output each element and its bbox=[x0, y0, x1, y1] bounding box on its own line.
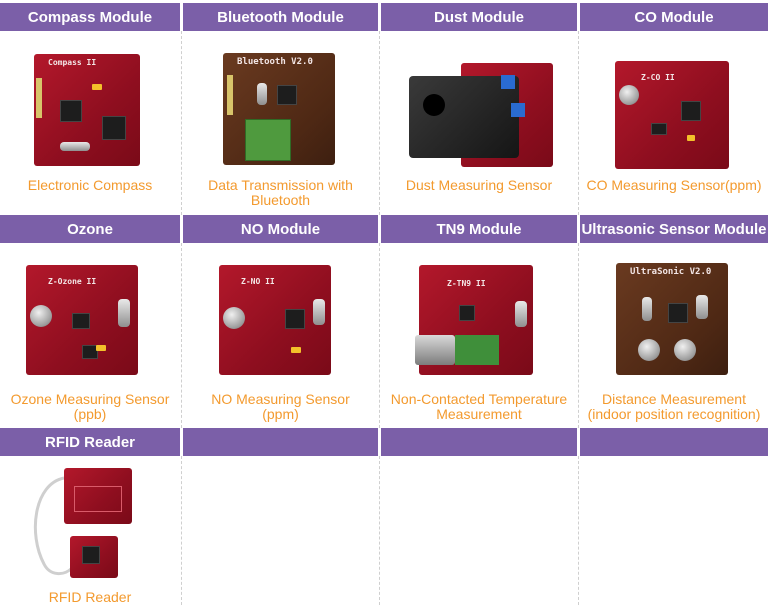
module-card-rfid[interactable]: RFID Reader bbox=[0, 456, 180, 605]
module-caption: (indoor position recognition) bbox=[587, 406, 761, 422]
column-divider bbox=[379, 456, 380, 605]
module-header: TN9 Module bbox=[381, 215, 577, 243]
module-card-compass[interactable]: Compass II Electronic Compass bbox=[0, 31, 180, 215]
module-header: Compass Module bbox=[0, 3, 180, 31]
column-divider bbox=[181, 456, 182, 605]
module-header: Ozone bbox=[0, 215, 180, 243]
module-header: Bluetooth Module bbox=[183, 3, 378, 31]
module-caption: Measurement bbox=[436, 406, 522, 422]
dust-sensor-image bbox=[409, 76, 519, 158]
module-caption: Electronic Compass bbox=[27, 177, 153, 193]
board-silkscreen: Z-CO II bbox=[641, 73, 675, 82]
module-caption: CO Measuring Sensor(ppm) bbox=[586, 177, 762, 193]
module-caption: (ppb) bbox=[73, 406, 107, 422]
board-silkscreen: Z-Ozone II bbox=[48, 277, 97, 286]
board-silkscreen: Z-NO II bbox=[241, 277, 275, 286]
module-header bbox=[381, 428, 577, 456]
module-header: NO Module bbox=[183, 215, 378, 243]
module-caption: Data Transmission with bbox=[208, 177, 353, 193]
module-card-no[interactable]: Z-NO II NO Measuring Sensor (ppm) bbox=[183, 243, 378, 428]
module-card-co[interactable]: Z-CO II CO Measuring Sensor(ppm) bbox=[580, 31, 768, 215]
board-silkscreen: Compass II bbox=[48, 58, 97, 67]
column-divider bbox=[181, 243, 182, 428]
column-divider bbox=[578, 31, 579, 215]
module-header: Ultrasonic Sensor Module bbox=[580, 215, 768, 243]
bluetooth-chip-module bbox=[245, 119, 291, 161]
board-silkscreen: UltraSonic V2.0 bbox=[630, 267, 712, 277]
module-header bbox=[580, 428, 768, 456]
column-divider bbox=[379, 31, 380, 215]
ozone-board-image: Z-Ozone II bbox=[26, 265, 138, 375]
board-silkscreen: Z-TN9 II bbox=[447, 279, 486, 288]
module-header: Dust Module bbox=[381, 3, 577, 31]
module-caption: Ozone Measuring Sensor bbox=[10, 391, 170, 407]
ir-sensor-image bbox=[415, 335, 455, 365]
compass-board-image: Compass II bbox=[34, 54, 140, 166]
module-header: RFID Reader bbox=[0, 428, 180, 456]
module-card-dust[interactable]: Dust Measuring Sensor bbox=[381, 31, 577, 215]
module-caption: (ppm) bbox=[262, 406, 299, 422]
rfid-cable-image bbox=[33, 476, 74, 575]
module-caption: Bluetooth bbox=[250, 192, 311, 208]
bluetooth-board-image: Bluetooth V2.0 bbox=[223, 53, 335, 165]
module-caption: Distance Measurement bbox=[602, 391, 746, 407]
module-caption: Dust Measuring Sensor bbox=[405, 177, 553, 193]
column-divider bbox=[578, 243, 579, 428]
ultrasonic-board-image: UltraSonic V2.0 bbox=[616, 263, 728, 375]
column-divider bbox=[181, 31, 182, 215]
module-card-ultrasonic[interactable]: UltraSonic V2.0 Distance Measurement (in… bbox=[580, 243, 768, 428]
module-caption: NO Measuring Sensor bbox=[211, 391, 350, 407]
no-board-image: Z-NO II bbox=[219, 265, 331, 375]
module-card-bluetooth[interactable]: Bluetooth V2.0 Data Transmission with Bl… bbox=[183, 31, 378, 215]
rfid-antenna-card-image bbox=[64, 468, 132, 524]
module-caption: Non-Contacted Temperature bbox=[390, 391, 568, 407]
module-caption: RFID Reader bbox=[48, 589, 132, 605]
co-board-image: Z-CO II bbox=[615, 61, 729, 169]
column-divider bbox=[379, 243, 380, 428]
module-header: CO Module bbox=[580, 3, 768, 31]
module-card-ozone[interactable]: Z-Ozone II Ozone Measuring Sensor (ppb) bbox=[0, 243, 180, 428]
module-card-tn9[interactable]: Z-TN9 II Non-Contacted Temperature Measu… bbox=[381, 243, 577, 428]
rfid-reader-board-image bbox=[70, 536, 118, 578]
module-header bbox=[183, 428, 378, 456]
column-divider bbox=[578, 456, 579, 605]
board-silkscreen: Bluetooth V2.0 bbox=[237, 57, 313, 67]
